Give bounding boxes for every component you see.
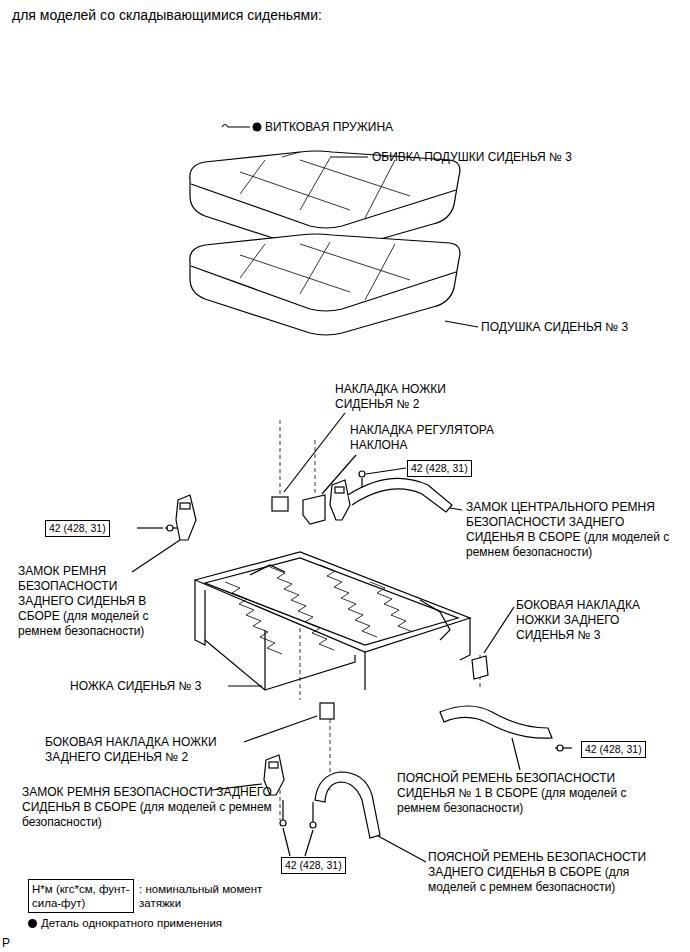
label-text: ЗАМОК РЕМНЯ БЕЗОПАСНОСТИ ЗАДНЕГО СИДЕНЬЯ… <box>18 564 149 638</box>
label-text: НАКЛАДКА РЕГУЛЯТОРА НАКЛОНА <box>350 423 494 452</box>
legend-item: Деталь однократного применения <box>28 916 222 930</box>
part-label: НОЖКА СИДЕНЬЯ № 3 <box>70 679 201 694</box>
part-label: ЗАМОК РЕМНЯ БЕЗОПАСНОСТИ ЗАДНЕГО СИДЕНЬЯ… <box>18 564 173 639</box>
part-label: ПОЯСНОЙ РЕМЕНЬ БЕЗОПАСНОСТИ СИДЕНЬЯ № 1 … <box>397 771 659 816</box>
part-label: НАКЛАДКА НОЖКИ СИДЕНЬЯ № 2 <box>335 382 470 412</box>
legend-note: : номинальный момент затяжки <box>139 882 269 910</box>
title-text: для моделей со складывающимися сиденьями… <box>12 7 322 23</box>
torque-value: 42 (428, 31) <box>411 462 468 474</box>
label-text: ЗАМОК ЦЕНТРАЛЬНОГО РЕМНЯ БЕЗОПАСНОСТИ ЗА… <box>466 500 669 559</box>
torque-box: 42 (428, 31) <box>581 741 646 758</box>
label-text: БОКОВАЯ НАКЛАДКА НОЖКИ ЗАДНЕГО СИДЕНЬЯ №… <box>45 735 217 764</box>
part-label: ЗАМОК РЕМНЯ БЕЗОПАСНОСТИ ЗАДНЕГО СИДЕНЬЯ… <box>22 785 277 830</box>
label-text: ПОЯСНОЙ РЕМЕНЬ БЕЗОПАСНОСТИ СИДЕНЬЯ № 1 … <box>397 771 627 815</box>
label-text: ВИТКОВАЯ ПРУЖИНА <box>265 120 393 134</box>
part-label: ПОЯСНОЙ РЕМЕНЬ БЕЗОПАСНОСТИ ЗАДНЕГО СИДЕ… <box>428 850 678 895</box>
legend-text: Деталь однократного применения <box>41 917 222 929</box>
label-text: БОКОВАЯ НАКЛАДКА НОЖКИ ЗАДНЕГО СИДЕНЬЯ №… <box>516 598 640 642</box>
torque-value: Н*м (кгс*см, фунт-сила-фут) <box>32 883 130 909</box>
legend-dot <box>28 919 37 928</box>
torque-value: 42 (428, 31) <box>585 743 642 755</box>
page-title: для моделей со складывающимися сиденьями… <box>12 6 322 24</box>
label-text: НАКЛАДКА НОЖКИ СИДЕНЬЯ № 2 <box>335 382 446 411</box>
label-text: ЗАМОК РЕМНЯ БЕЗОПАСНОСТИ ЗАДНЕГО СИДЕНЬЯ… <box>22 785 272 829</box>
torque-box: 42 (428, 31) <box>281 857 346 874</box>
torque-box: 42 (428, 31) <box>407 460 472 477</box>
page-code: P <box>2 936 10 951</box>
label-text: ПОЯСНОЙ РЕМЕНЬ БЕЗОПАСНОСТИ ЗАДНЕГО СИДЕ… <box>428 850 646 894</box>
label-text: P <box>2 936 10 950</box>
part-label: ПОДУШКА СИДЕНЬЯ № 3 <box>481 320 628 335</box>
torque-box: 42 (428, 31) <box>45 520 110 537</box>
torque-value: 42 (428, 31) <box>285 859 342 871</box>
part-label: ВИТКОВАЯ ПРУЖИНА <box>265 120 393 135</box>
part-label: БОКОВАЯ НАКЛАДКА НОЖКИ ЗАДНЕГО СИДЕНЬЯ №… <box>516 598 666 643</box>
part-label: ОБИВКА ПОДУШКИ СИДЕНЬЯ № 3 <box>372 150 572 165</box>
label-text: ПОДУШКА СИДЕНЬЯ № 3 <box>481 320 628 334</box>
part-label: БОКОВАЯ НАКЛАДКА НОЖКИ ЗАДНЕГО СИДЕНЬЯ №… <box>45 735 255 765</box>
torque-value: 42 (428, 31) <box>49 522 106 534</box>
part-label: ЗАМОК ЦЕНТРАЛЬНОГО РЕМНЯ БЕЗОПАСНОСТИ ЗА… <box>466 500 678 560</box>
part-label: НАКЛАДКА РЕГУЛЯТОРА НАКЛОНА <box>350 423 520 453</box>
label-text: НОЖКА СИДЕНЬЯ № 3 <box>70 679 201 693</box>
label-text: ОБИВКА ПОДУШКИ СИДЕНЬЯ № 3 <box>372 150 572 164</box>
torque-legend-box: Н*м (кгс*см, фунт-сила-фут): номинальный… <box>28 879 134 913</box>
